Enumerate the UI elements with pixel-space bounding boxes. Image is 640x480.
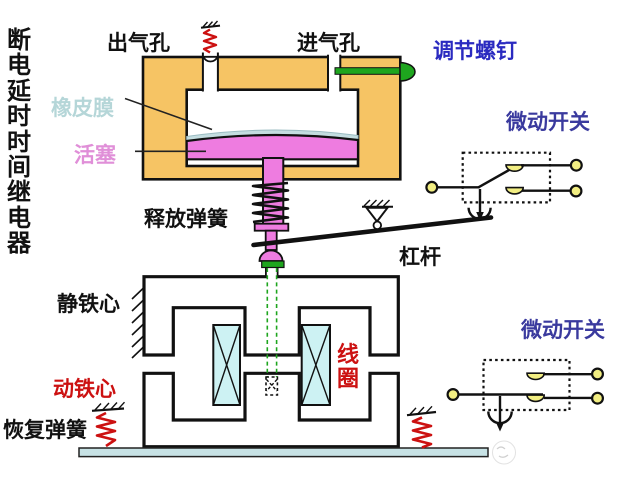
switch-blade — [477, 166, 514, 189]
lever — [251, 215, 494, 248]
watermark — [492, 440, 516, 465]
rod-bell-cap — [258, 249, 284, 262]
micro-switch-top — [425, 151, 583, 221]
plunger-arrow — [496, 423, 504, 432]
label-piston: 活塞 — [74, 143, 116, 167]
membrane-leader-line — [124, 97, 213, 131]
contact-pad-lower — [526, 394, 546, 403]
right-support-spring — [406, 405, 437, 449]
terminal-common — [425, 180, 439, 194]
switch-housing-dotted — [482, 358, 571, 412]
micro-switch-bottom — [446, 358, 604, 432]
plunger-cup — [467, 207, 492, 220]
hidden-rod-end-box — [265, 376, 279, 396]
terminal-upper — [590, 367, 604, 381]
rod-flange — [253, 222, 290, 232]
terminal-lower — [590, 391, 604, 405]
label-recovery-spring: 恢复弹簧 — [3, 418, 87, 442]
recovery-spring — [91, 401, 126, 448]
release-spring — [251, 181, 290, 224]
outlet-valve-dome — [202, 55, 219, 63]
coil-right-section — [300, 324, 332, 406]
label-coil-vertical: 线圈 — [337, 343, 360, 392]
label-air-inlet: 进气孔 — [297, 31, 360, 55]
contact-pad-upper — [505, 164, 525, 172]
contact-pad-upper — [526, 372, 546, 381]
lever-pivot — [362, 199, 393, 230]
screw-knob — [399, 61, 416, 82]
label-moving-iron-core: 动铁心 — [53, 377, 116, 401]
pneumatic-chamber — [124, 20, 416, 251]
label-static-iron-core: 静铁心 — [57, 292, 120, 316]
label-air-outlet: 出气孔 — [107, 31, 170, 55]
pivot-circle — [372, 220, 382, 230]
rod-guide-channel — [264, 267, 279, 396]
coil-left-section — [212, 324, 242, 406]
terminal-upper — [569, 158, 583, 172]
label-lever: 杠杆 — [399, 245, 441, 269]
electromagnet — [78, 275, 489, 458]
rod-green-pad — [261, 260, 285, 269]
label-micro-switch-bottom: 微动开关 — [521, 318, 605, 342]
base-bar — [78, 447, 489, 458]
plunger-arrow — [476, 212, 484, 221]
label-release-spring: 释放弹簧 — [144, 207, 228, 231]
static-iron-core — [142, 275, 400, 357]
adjusting-screw — [334, 61, 416, 82]
terminal-lower — [569, 184, 583, 198]
moving-iron-core — [142, 371, 400, 449]
terminal-common — [446, 388, 460, 402]
switch-housing-dotted — [461, 151, 552, 204]
air-outlet-pipe — [201, 52, 219, 92]
label-adjust-screw: 调节螺钉 — [433, 39, 517, 63]
page-title-vertical: 断电延时时间继电器 — [7, 26, 31, 258]
label-micro-switch-top: 微动开关 — [506, 110, 590, 134]
wall-hatching — [131, 287, 145, 359]
outlet-spring — [200, 20, 221, 54]
piston — [185, 133, 360, 161]
pivot-triangle — [364, 206, 390, 224]
plunger-cup — [487, 411, 513, 425]
label-rubber-membrane: 橡皮膜 — [51, 96, 114, 120]
contact-pad-lower — [505, 186, 525, 195]
